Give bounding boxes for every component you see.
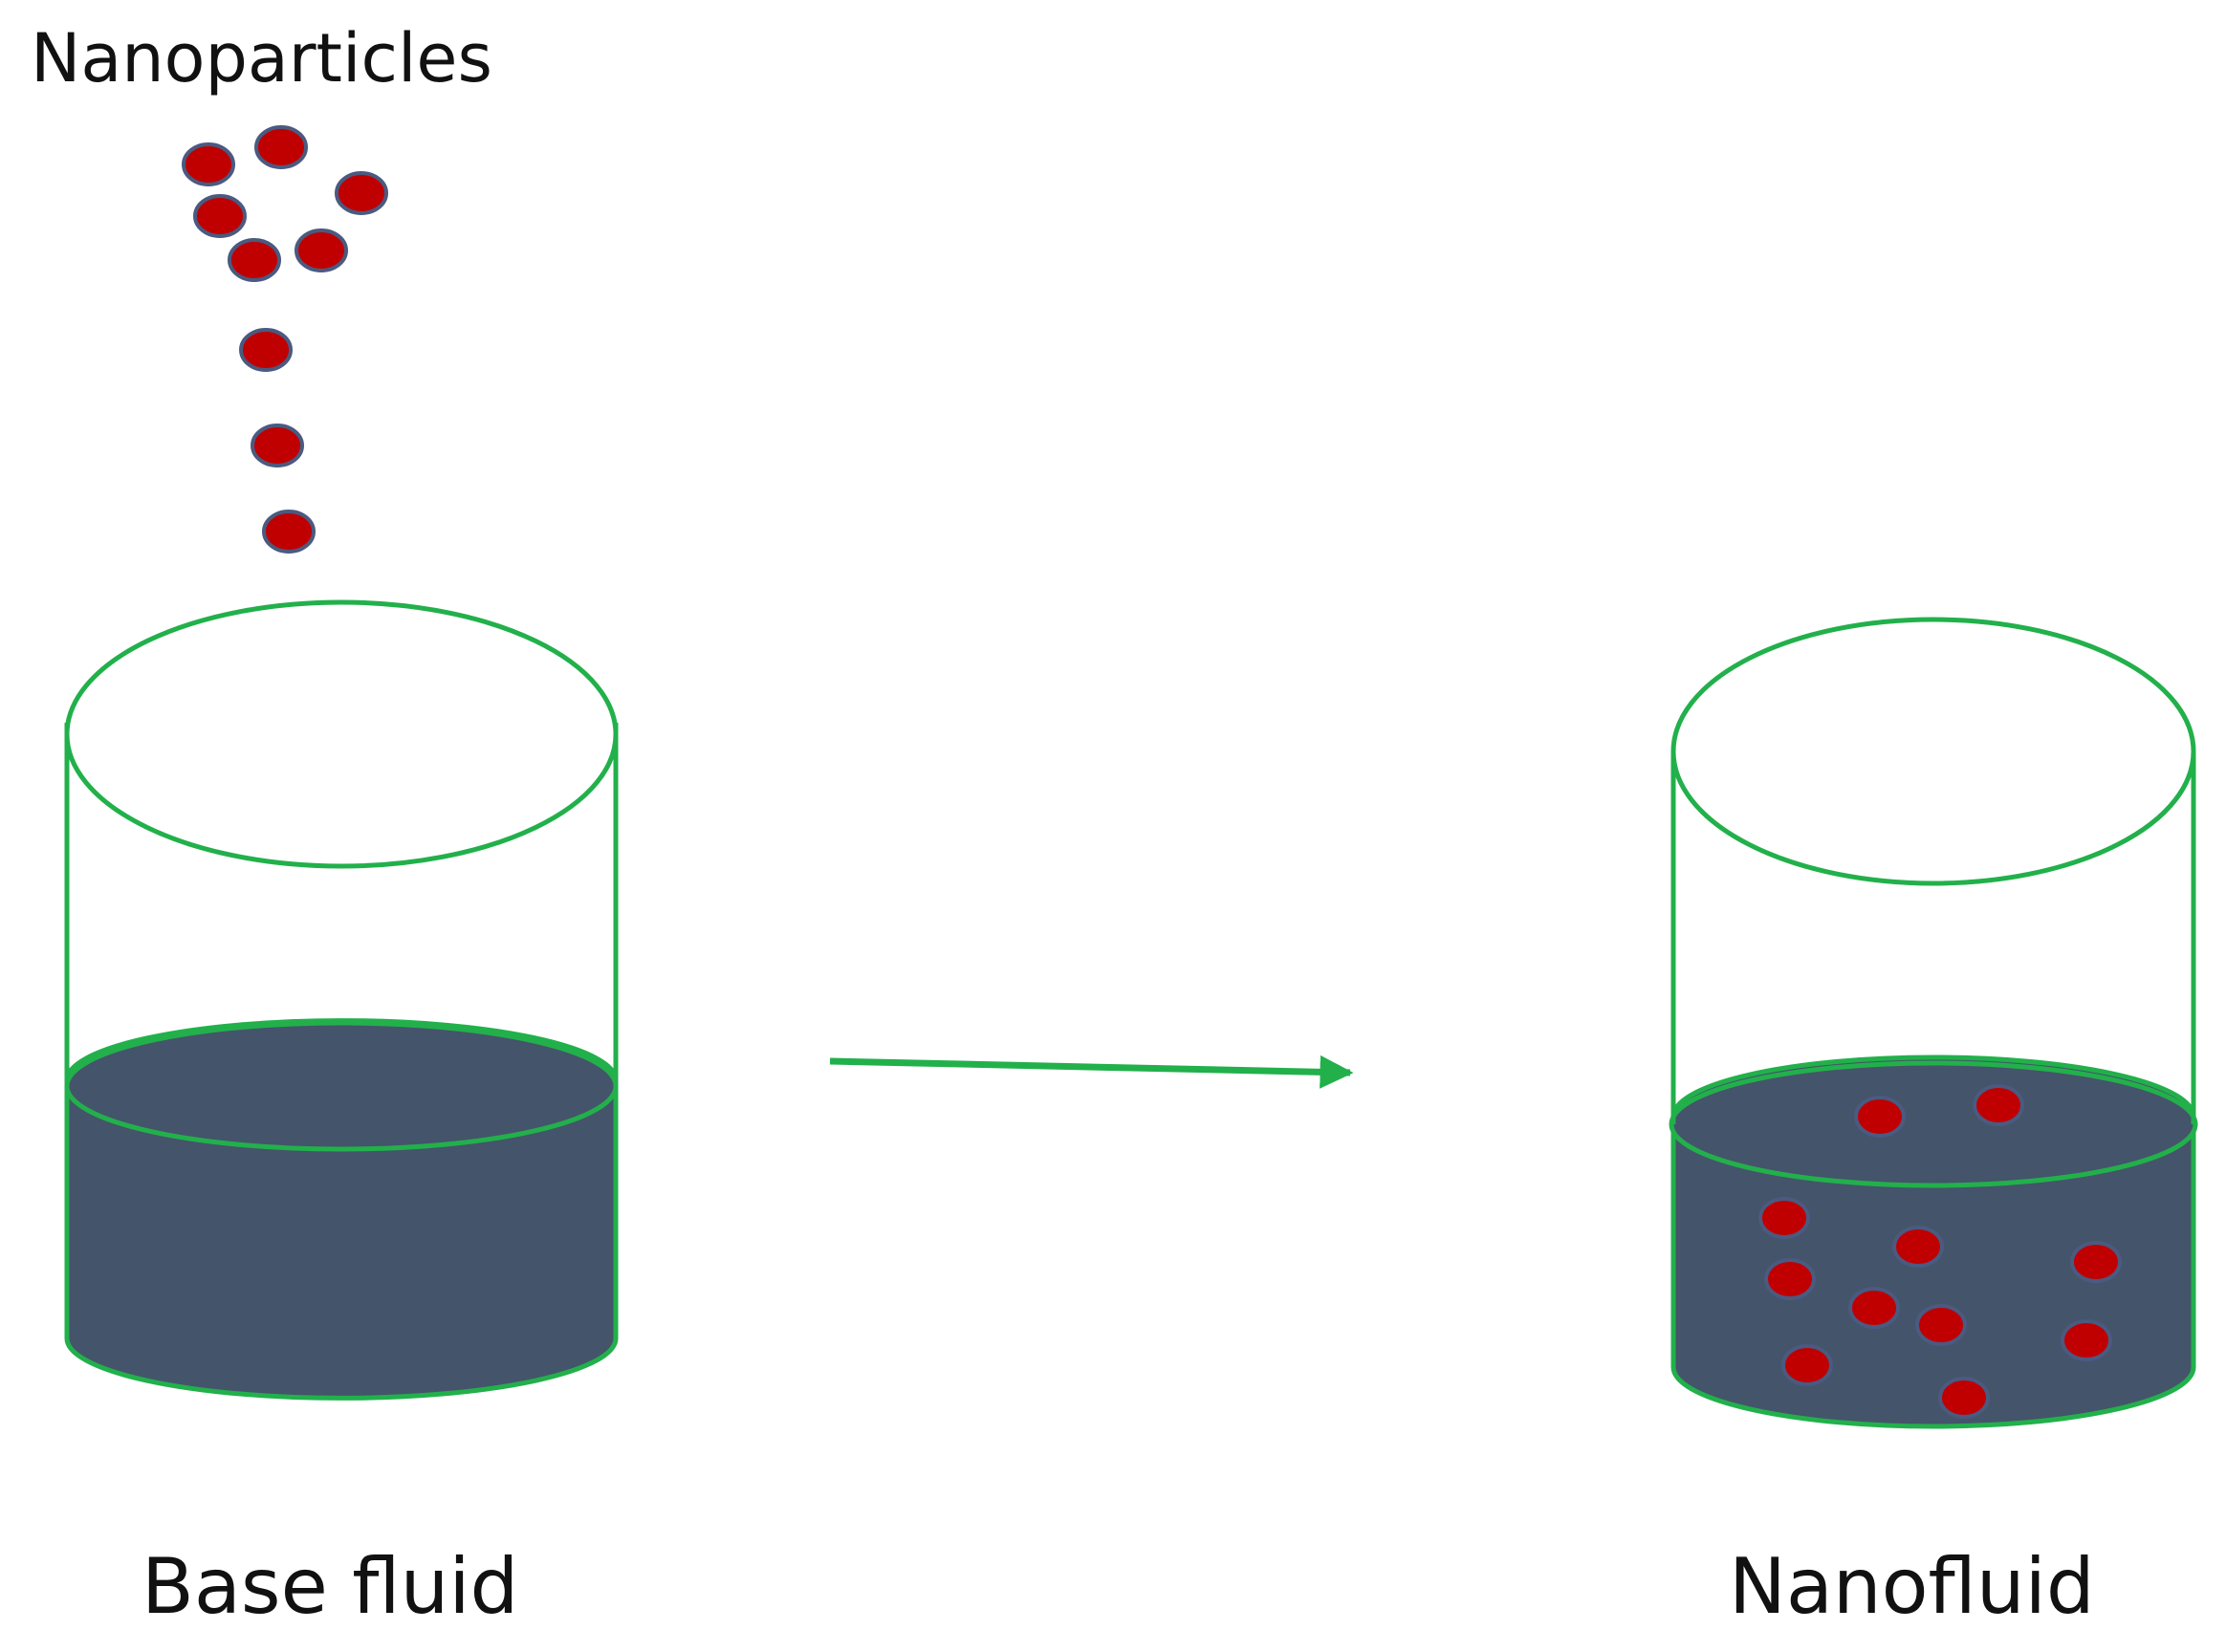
dispersed-nanoparticles	[1758, 1084, 2122, 1419]
falling-particle	[182, 142, 235, 186]
nanofluid-label: Nanofluid	[1729, 1542, 2095, 1631]
falling-particle	[228, 238, 281, 282]
falling-particle	[262, 510, 316, 554]
falling-nanoparticles	[182, 125, 388, 554]
falling-particle	[295, 228, 348, 272]
base-fluid-label: Base fluid	[142, 1542, 519, 1631]
falling-particle	[335, 171, 388, 215]
dispersed-particle	[1764, 1258, 1816, 1300]
dispersed-particle	[2070, 1241, 2122, 1283]
dispersed-particle	[1892, 1226, 1944, 1268]
base-fluid-beaker-rim	[64, 599, 619, 869]
dispersed-particle	[1758, 1197, 1810, 1239]
dispersed-particle	[2061, 1319, 2112, 1361]
base-fluid-beaker	[64, 599, 619, 1401]
nanofluid-beaker-rim	[1670, 617, 2196, 886]
dispersed-particle	[1973, 1084, 2024, 1126]
nanofluid-surface	[1669, 1060, 2198, 1188]
nanoparticles-label: Nanoparticles	[31, 19, 492, 98]
falling-particle	[251, 424, 304, 467]
dispersed-particle	[1781, 1344, 1833, 1386]
dispersed-particle	[1915, 1304, 1967, 1346]
base-fluid-surface	[64, 1020, 619, 1152]
falling-particle	[239, 328, 293, 372]
dispersed-particle	[1848, 1287, 1900, 1329]
dispersed-particle	[1938, 1377, 1990, 1419]
falling-particle	[193, 194, 247, 238]
process-arrow	[829, 1054, 1354, 1089]
falling-particle	[254, 125, 308, 169]
dispersed-particle	[1854, 1096, 1906, 1138]
